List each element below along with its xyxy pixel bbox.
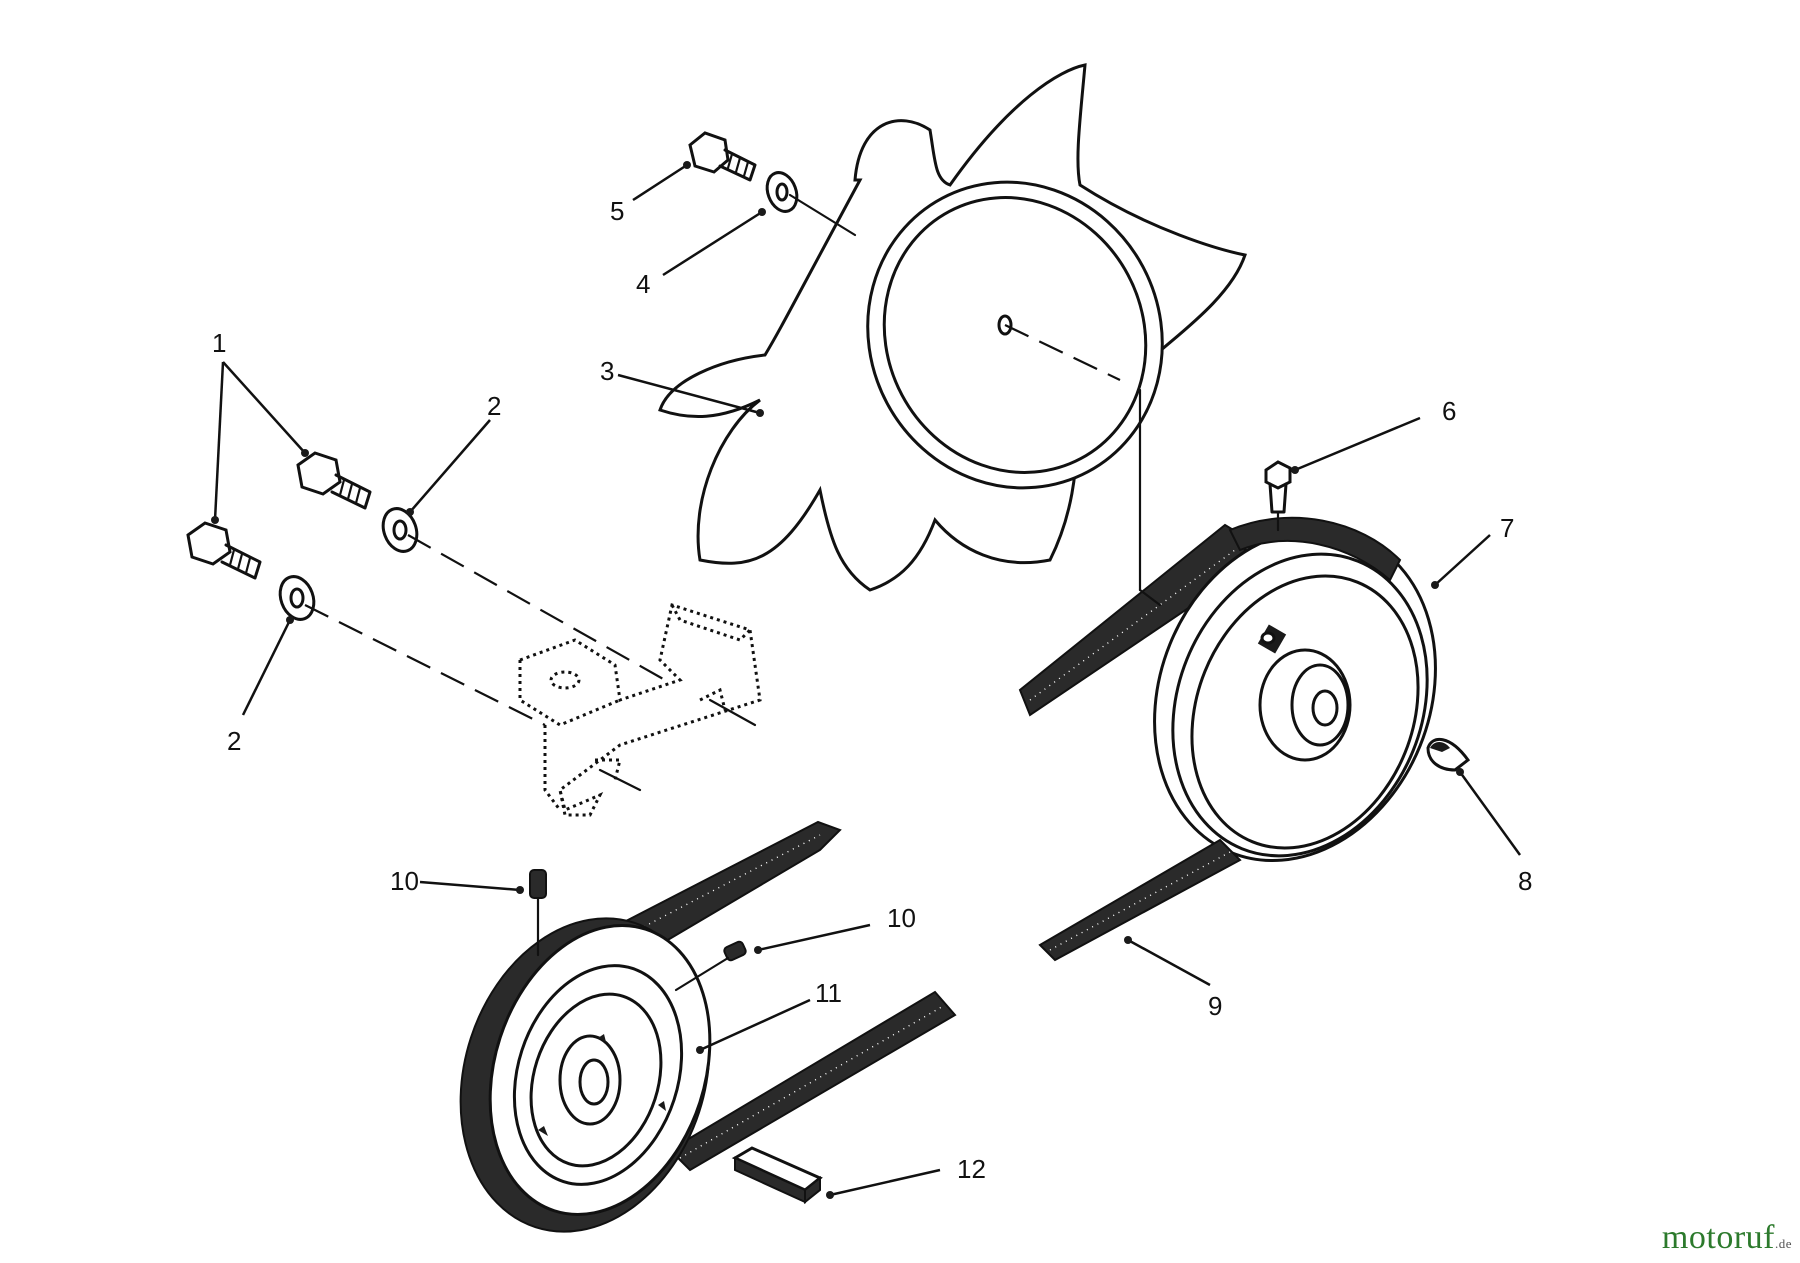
callout-4: 4: [636, 269, 650, 299]
engine-pulley-lower: [459, 820, 957, 1233]
mounting-bracket: [518, 603, 762, 817]
callout-6: 6: [1442, 396, 1456, 426]
callout-9: 9: [1208, 991, 1222, 1021]
callout-10-left: 10: [390, 866, 419, 896]
fan-ring-outer: [866, 180, 1164, 490]
callout-10-right: 10: [887, 903, 916, 933]
watermark-logo: motoruf.de: [1662, 1219, 1792, 1257]
lower-pulley-setscrew-side: [674, 940, 747, 992]
pulley-setscrew: [1264, 460, 1292, 514]
callout-12: 12: [957, 1154, 986, 1184]
callout-2-lower: 2: [227, 726, 241, 756]
v-belt-lower-run: [1038, 838, 1242, 962]
bracket-washer-upper: [381, 507, 419, 553]
fan-bolt: [688, 131, 757, 182]
bracket-washer-lower: [278, 575, 316, 621]
callout-2-upper: 2: [487, 391, 501, 421]
callout-1: 1: [212, 328, 226, 358]
fan-axis-line: [1004, 324, 1121, 381]
cooling-fan: [658, 63, 1247, 592]
callout-5: 5: [610, 196, 624, 226]
callout-labels: 1 2 2 3 4 5 6 7 8 9 10 10 11 12: [212, 196, 1532, 1184]
bracket-bolt-lower: [186, 521, 262, 580]
fan-ring-inner: [882, 196, 1148, 474]
drive-pulley-upper: [1018, 516, 1437, 962]
bracket-bolt-upper: [296, 451, 372, 510]
lower-pulley-setscrew-top: [529, 869, 547, 957]
leader-lines: [211, 161, 1522, 1199]
callout-7: 7: [1500, 513, 1514, 543]
watermark-suffix: .de: [1774, 1236, 1792, 1251]
woodruff-key: [1426, 737, 1471, 772]
callout-11: 11: [815, 978, 842, 1008]
square-key: [731, 1146, 823, 1205]
callout-3: 3: [600, 356, 614, 386]
callout-8: 8: [1518, 866, 1532, 896]
v-belt-lower-pulley-lower-run: [668, 990, 957, 1172]
watermark-brand: motoruf: [1661, 1219, 1775, 1256]
fan-washer: [765, 171, 799, 213]
fan-hub-hole: [997, 314, 1013, 336]
